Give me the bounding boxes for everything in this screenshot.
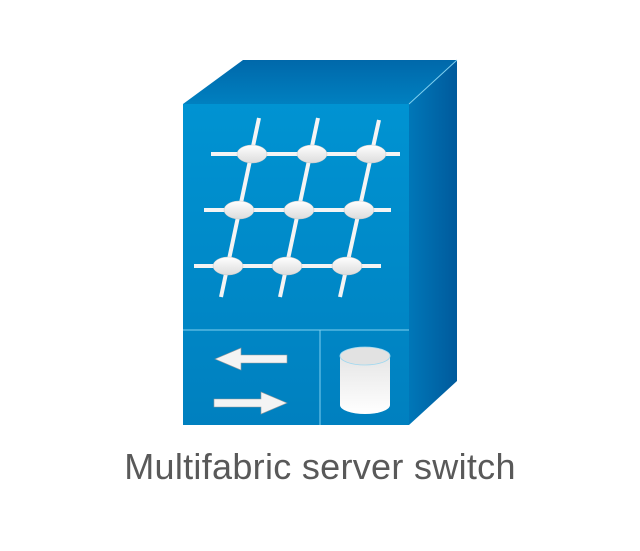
side-face xyxy=(409,60,457,425)
fabric-nodes xyxy=(212,144,387,276)
caption-label: Multifabric server switch xyxy=(124,446,516,487)
top-face xyxy=(183,60,457,104)
storage-cylinder-icon xyxy=(339,346,391,414)
bidirectional-arrows-icon xyxy=(213,347,288,415)
